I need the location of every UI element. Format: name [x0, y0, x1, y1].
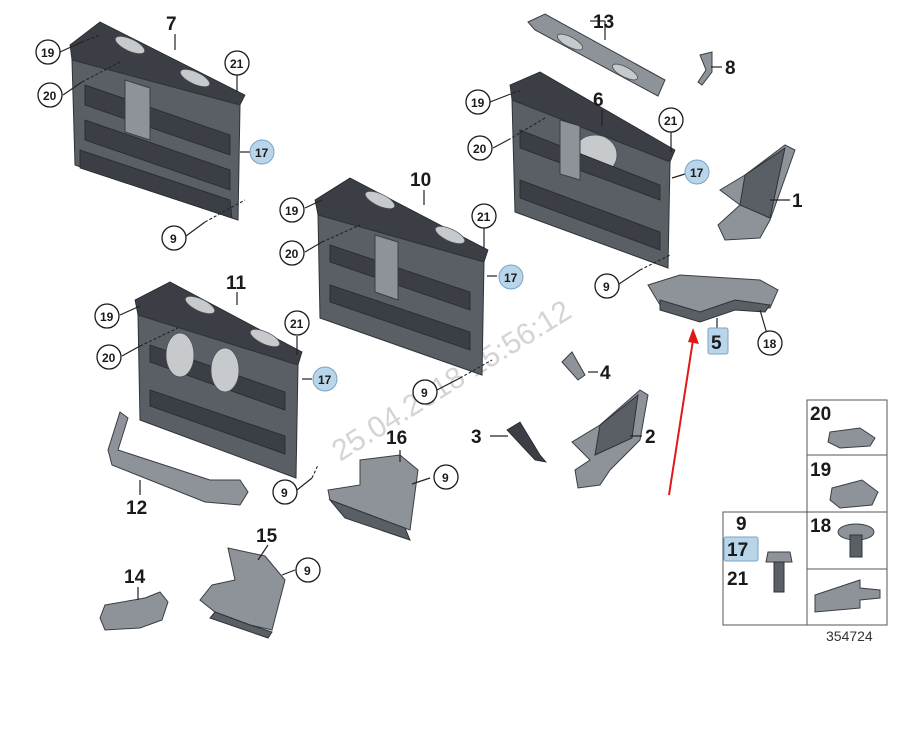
document-id: 354724	[826, 628, 873, 644]
callout-19-c: 19	[285, 204, 299, 218]
callout-1: 1	[792, 191, 803, 212]
callout-14: 14	[124, 567, 146, 588]
callout-9-d: 9	[281, 486, 288, 500]
callout-20-d: 20	[102, 351, 116, 365]
callout-19-d: 19	[100, 310, 114, 324]
legend-label-9: 9	[736, 514, 747, 535]
callout-11: 11	[226, 273, 247, 294]
callout-17-c: 17	[504, 271, 518, 285]
expanding-rivet-18	[837, 523, 875, 558]
air-duct-1[interactable]	[717, 144, 796, 241]
callout-9-b: 9	[603, 280, 610, 294]
callout-21-d: 21	[290, 317, 304, 331]
callout-19-a: 19	[41, 46, 55, 60]
callout-21-c: 21	[477, 210, 491, 224]
legend-17-highlight	[723, 536, 759, 562]
callout-17-a: 17	[255, 146, 269, 160]
air-guide-16[interactable]	[327, 454, 419, 541]
callout-7: 7	[166, 14, 177, 35]
callout-5-highlight	[707, 327, 729, 355]
air-duct-2[interactable]	[571, 389, 649, 489]
callout-9-f: 9	[304, 564, 311, 578]
callout-4: 4	[600, 363, 611, 384]
legend-label-19: 19	[810, 460, 831, 481]
callout-10: 10	[410, 170, 431, 191]
panel-13[interactable]	[527, 13, 666, 97]
bracket-4[interactable]	[561, 351, 586, 381]
callout-17-d: 17	[318, 373, 332, 387]
leader-lines	[59, 20, 790, 600]
callout-9-e: 9	[442, 471, 449, 485]
callout-18: 18	[763, 337, 777, 351]
callout-17-b: 17	[690, 166, 704, 180]
callout-3: 3	[471, 427, 482, 448]
callout-5: 5	[711, 333, 722, 354]
callout-9-c: 9	[421, 386, 428, 400]
callout-13: 13	[593, 12, 614, 33]
bracket-8[interactable]	[697, 51, 713, 86]
callout-21-a: 21	[230, 57, 244, 71]
callout-15: 15	[256, 526, 278, 547]
red-arrow-indicator	[668, 328, 699, 496]
legend-label-21: 21	[727, 569, 749, 590]
callout-labels: 7 6 10 11 13 8 1 4 2 3 16 12 15 14 5	[124, 12, 803, 588]
frame-7[interactable]	[69, 21, 246, 221]
air-guide-14[interactable]	[99, 591, 169, 631]
legend-label-17: 17	[727, 540, 748, 561]
legend-label-18: 18	[810, 516, 831, 537]
air-duct-5[interactable]	[647, 274, 779, 323]
callout-16: 16	[386, 428, 407, 449]
screw-9-17-21	[765, 551, 793, 593]
callout-21-b: 21	[664, 114, 678, 128]
clip-nut-20	[827, 427, 876, 449]
callout-8: 8	[725, 58, 736, 79]
callout-12: 12	[126, 498, 147, 519]
bracket-3[interactable]	[506, 421, 548, 463]
callout-9-a: 9	[170, 232, 177, 246]
frame-11[interactable]	[134, 281, 303, 479]
callout-20-a: 20	[43, 89, 57, 103]
callout-19-b: 19	[471, 96, 485, 110]
fastener-legend: 20 19 9 17 21 18 354724	[722, 399, 888, 644]
direction-arrow-icon	[814, 579, 881, 613]
callout-20-b: 20	[473, 142, 487, 156]
circled-callouts: 19 20 21 17 9 19 20 21 17 9 19 20 21 17 …	[35, 39, 783, 583]
frame-6[interactable]	[509, 71, 676, 269]
legend-label-20: 20	[810, 404, 831, 425]
callout-20-c: 20	[285, 247, 299, 261]
air-guide-12[interactable]	[107, 411, 249, 506]
frame-10[interactable]	[314, 177, 489, 376]
air-guide-15[interactable]	[199, 547, 286, 639]
callout-6: 6	[593, 90, 604, 111]
callout-2: 2	[645, 427, 656, 448]
clip-nut-19	[829, 479, 879, 509]
